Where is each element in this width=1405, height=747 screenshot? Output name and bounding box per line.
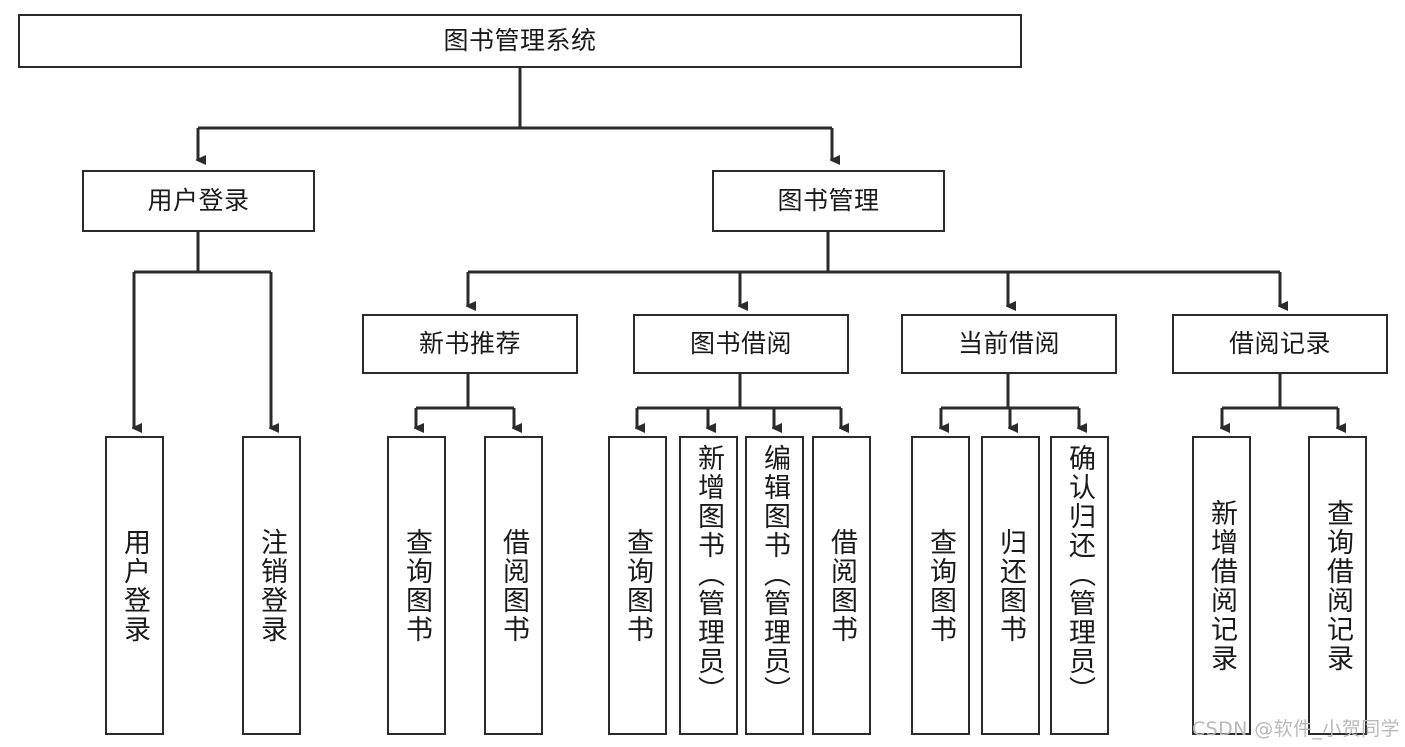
- node-label: 图书管理: [777, 185, 880, 215]
- node-label: 确认归还（管理员）: [1064, 444, 1095, 705]
- node-label: 借阅图书: [498, 527, 529, 644]
- node-book-borrow[interactable]: 图书借阅: [633, 314, 849, 374]
- node-label: 查询图书: [622, 527, 653, 644]
- node-leaf-borrow-book-recommend[interactable]: 借阅图书: [484, 436, 543, 735]
- node-label: 查询图书: [401, 527, 432, 644]
- node-label: 查询图书: [925, 527, 956, 644]
- node-label: 归还图书: [995, 527, 1026, 644]
- node-current-borrow[interactable]: 当前借阅: [901, 314, 1117, 374]
- node-leaf-add-borrow-record[interactable]: 新增借阅记录: [1192, 436, 1251, 735]
- node-leaf-confirm-return[interactable]: 确认归还（管理员）: [1050, 436, 1109, 735]
- node-leaf-return-book[interactable]: 归还图书: [981, 436, 1040, 735]
- node-leaf-add-book[interactable]: 新增图书（管理员）: [679, 436, 738, 735]
- node-label: 用户登录: [119, 527, 150, 644]
- node-label: 编辑图书（管理员）: [759, 444, 790, 705]
- node-book-management[interactable]: 图书管理: [712, 170, 945, 232]
- node-user-login[interactable]: 用户登录: [82, 170, 315, 232]
- node-new-book-recommend[interactable]: 新书推荐: [362, 314, 578, 374]
- node-label: 当前借阅: [957, 328, 1060, 358]
- node-leaf-user-login[interactable]: 用户登录: [105, 436, 164, 735]
- node-leaf-edit-book[interactable]: 编辑图书（管理员）: [745, 436, 804, 735]
- node-label: 新增图书（管理员）: [693, 444, 724, 705]
- node-leaf-query-book-recommend[interactable]: 查询图书: [387, 436, 446, 735]
- node-label: 借阅图书: [826, 527, 857, 644]
- node-leaf-logout-login[interactable]: 注销登录: [242, 436, 301, 735]
- node-label: 查询借阅记录: [1322, 498, 1353, 673]
- node-borrow-record[interactable]: 借阅记录: [1172, 314, 1388, 374]
- node-root-book-management-system[interactable]: 图书管理系统: [18, 14, 1022, 68]
- csdn-watermark: CSDN @软件_小贺同学: [1192, 718, 1400, 740]
- node-label: 借阅记录: [1228, 328, 1331, 358]
- node-leaf-borrow-book[interactable]: 借阅图书: [812, 436, 871, 735]
- node-leaf-query-borrow-record[interactable]: 查询借阅记录: [1308, 436, 1367, 735]
- node-leaf-query-book-current[interactable]: 查询图书: [911, 436, 970, 735]
- node-label: 注销登录: [256, 527, 287, 644]
- node-label: 新书推荐: [418, 328, 521, 358]
- node-label: 图书管理系统: [443, 25, 597, 55]
- node-leaf-query-book-borrow[interactable]: 查询图书: [608, 436, 667, 735]
- node-label: 新增借阅记录: [1206, 498, 1237, 673]
- node-label: 图书借阅: [689, 328, 792, 358]
- node-label: 用户登录: [147, 185, 250, 215]
